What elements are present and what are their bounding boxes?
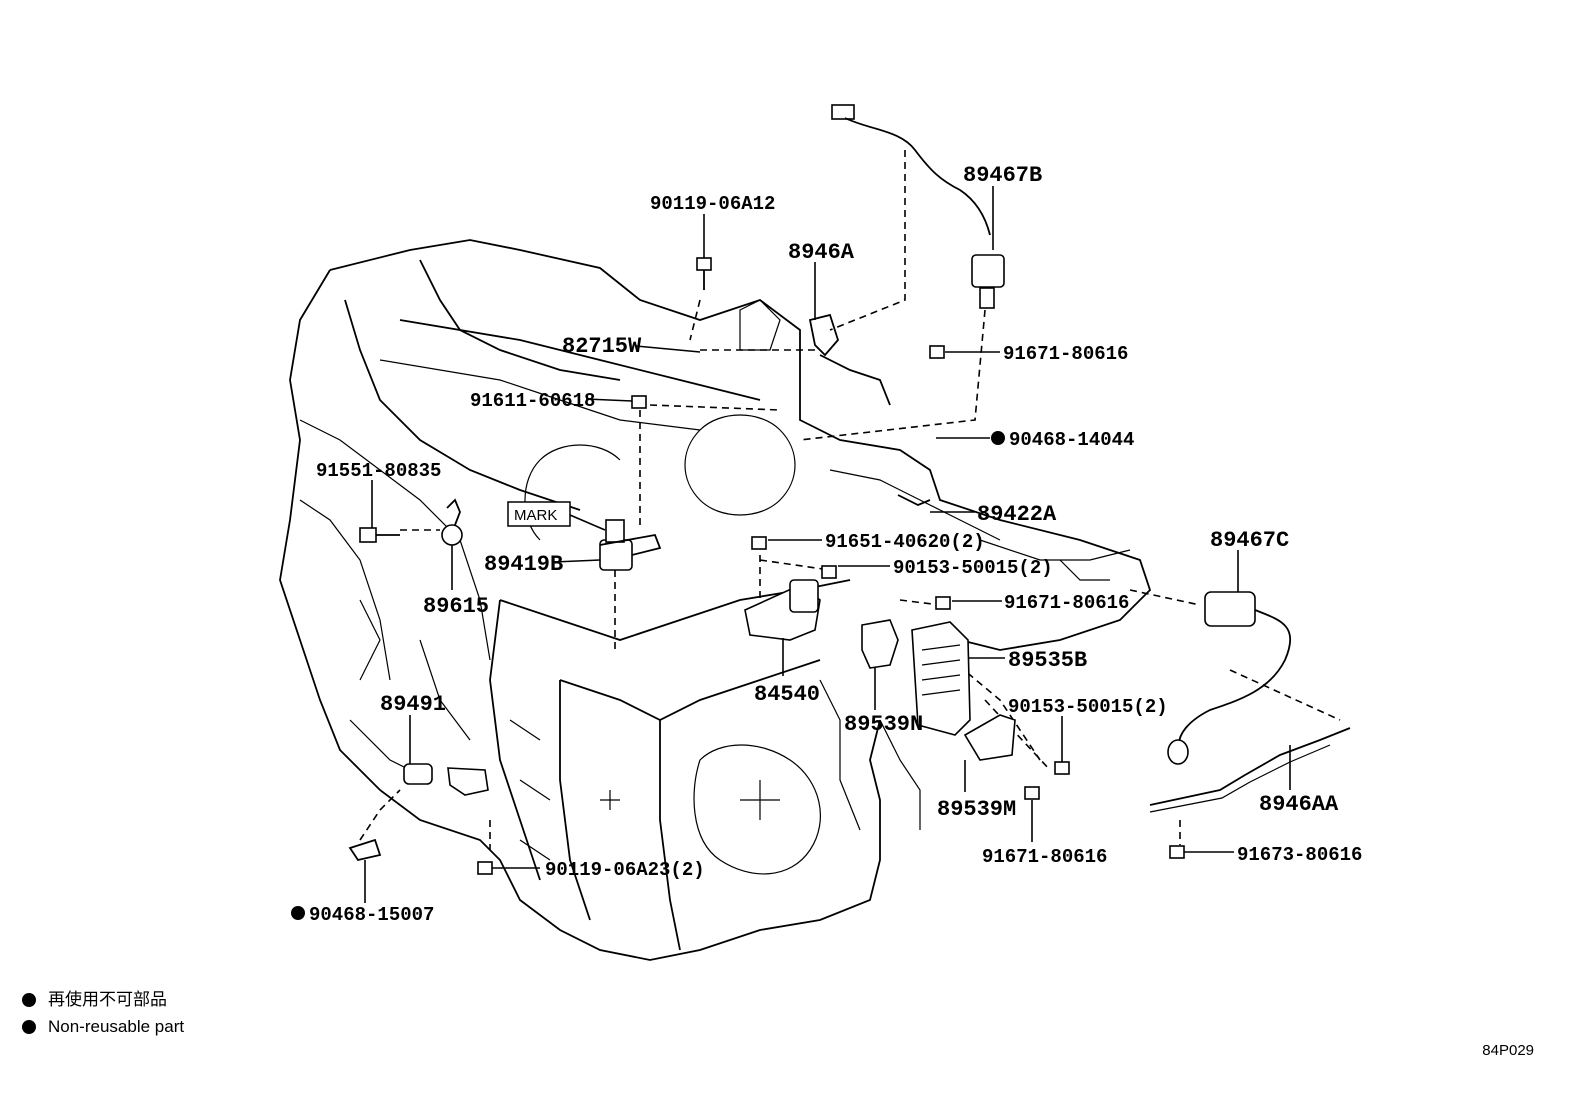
label-90153-50015-upper: 90153-50015(2) [893,557,1053,579]
label-90468-14044: 90468-14044 [1009,429,1134,451]
label-8946AA: 8946AA [1259,792,1339,817]
label-91651-40620: 91651-40620(2) [825,531,985,553]
label-89422A: 89422A [977,502,1057,527]
label-90468-15007: 90468-15007 [309,904,434,926]
label-91671-80616-bottom: 91671-80616 [982,846,1107,868]
legend-row-english: Non-reusable part [22,1013,184,1040]
bracket-89539N-shape [861,619,899,669]
label-91673-80616: 91673-80616 [1237,844,1362,866]
non-reusable-dot-90468-15007 [291,906,305,920]
label-89467C: 89467C [1210,528,1289,553]
diagram-code: 84P029 [1482,1042,1534,1059]
transaxle-assembly-drawing [279,239,1152,961]
label-90119-06A12: 90119-06A12 [650,193,775,215]
label-89539N: 89539N [844,712,923,737]
label-82715W: 82715W [562,334,642,359]
switch-84540-shape [744,579,821,641]
legend: 再使用不可部品 Non-reusable part [22,986,184,1040]
legend-text-japanese: 再使用不可部品 [48,990,167,1009]
label-91671-80616-top: 91671-80616 [1003,343,1128,365]
ecu-89535B-shape [911,621,971,736]
label-90119-06A23: 90119-06A23(2) [545,859,705,881]
label-89491: 89491 [380,692,446,717]
label-89615: 89615 [423,594,489,619]
non-reusable-dot-90468-14044 [991,431,1005,445]
label-84540: 84540 [754,682,820,707]
label-90153-50015-lower: 90153-50015(2) [1008,696,1168,718]
legend-row-japanese: 再使用不可部品 [22,986,184,1013]
bullet-dot-icon [22,1019,36,1034]
mark-box [507,501,571,527]
label-8946A: 8946A [788,240,855,265]
wire-8946AA-shape [1149,727,1351,813]
speed-sensor-89419B-shape [599,519,662,571]
sensor-89467C-shape [1167,591,1291,765]
label-91671-80616-mid: 91671-80616 [1004,592,1129,614]
dashed-reference-lines [359,150,1341,850]
bracket-8946A-shape [808,313,891,406]
bracket-89539M-shape [963,714,1016,761]
sensor-89615-shape [441,498,463,546]
label-91551-80835: 91551-80835 [316,460,441,482]
leader-lines [364,186,1291,903]
bolt-shapes [348,257,1185,875]
bullet-dot-icon [22,992,36,1007]
sensor-89491-shape [403,763,489,796]
label-91611-60618: 91611-60618 [470,390,595,412]
sensor-89467B-shape [831,104,1005,309]
label-89539M: 89539M [937,797,1016,822]
label-89467B: 89467B [963,163,1042,188]
label-89535B: 89535B [1008,648,1087,673]
legend-text-english: Non-reusable part [48,1017,185,1036]
mark-text: MARK [514,507,557,524]
label-89419B: 89419B [484,552,563,577]
